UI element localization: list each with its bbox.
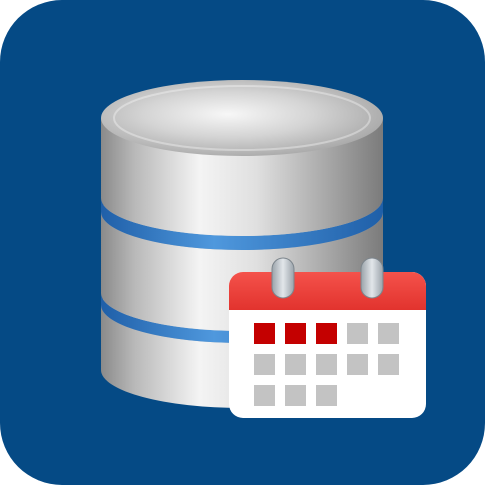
calendar-day-grid — [254, 323, 399, 406]
calendar-day — [285, 385, 306, 406]
database-ring-upper — [101, 198, 383, 250]
calendar-day-highlighted — [254, 323, 275, 344]
calendar-header — [229, 272, 426, 310]
calendar-day — [347, 323, 368, 344]
calendar-day — [316, 354, 337, 375]
calendar-day — [254, 354, 275, 375]
calendar-day-highlighted — [285, 323, 306, 344]
database-disk-top — [101, 80, 383, 236]
calendar-day — [316, 385, 337, 406]
calendar-day-highlighted — [316, 323, 337, 344]
calendar-day — [378, 323, 399, 344]
calendar-ring-right — [360, 257, 384, 299]
calendar-day — [378, 354, 399, 375]
calendar-ring-left — [271, 257, 295, 299]
calendar-day — [254, 385, 275, 406]
calendar-icon — [229, 257, 426, 418]
calendar-day — [285, 354, 306, 375]
calendar-day — [347, 354, 368, 375]
